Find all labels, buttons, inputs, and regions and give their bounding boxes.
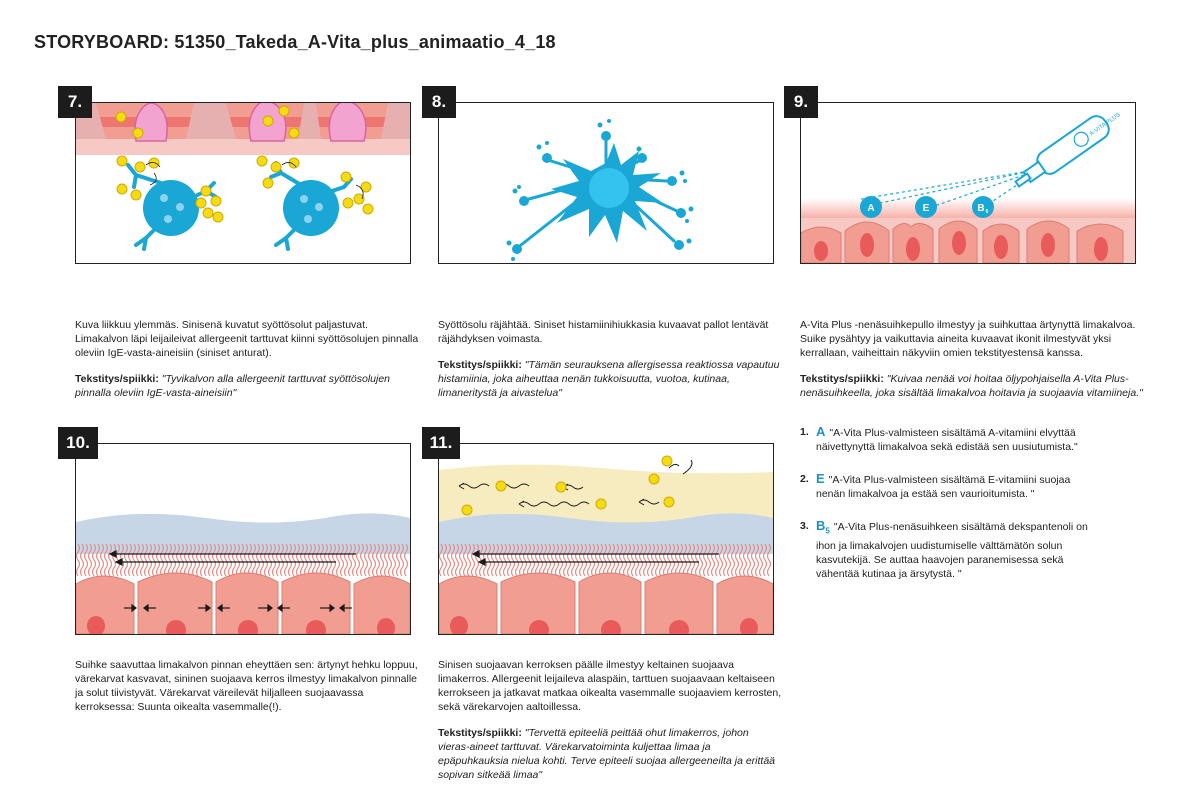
panel-description: Kuva liikkuu ylemmäs. Sinisenä kuvatut s… <box>75 319 419 359</box>
vitamin-icon-b: B <box>977 203 984 214</box>
list-number: 3. <box>800 520 809 532</box>
panel-9-description-block: A-Vita Plus -nenäsuihkepullo ilmestyy ja… <box>800 318 1145 400</box>
vitamin-icon-a: A <box>867 203 874 214</box>
caption-text: "Tervettä epiteeliä peittää ohut limaker… <box>438 727 776 781</box>
vitamin-text: "A-Vita Plus-valmisteen sisältämä E-vita… <box>816 474 1071 500</box>
cilia-layer <box>76 543 409 577</box>
vitamin-letter-text: B <box>816 518 826 533</box>
panel-11-description-block: Sinisen suojaavan kerroksen päälle ilmes… <box>438 658 783 782</box>
vitamin-letter: B5 <box>816 518 830 536</box>
panel-8-illustration <box>438 102 774 264</box>
vitamin-item-b5: 3. B5"A-Vita Plus-nenäsuihkeen sisältämä… <box>800 519 1100 581</box>
panel-number: 8. <box>422 86 456 118</box>
panel-11-illustration <box>438 443 774 635</box>
vitamin-subscript: 5 <box>825 526 830 536</box>
panel-caption: Tekstitys/spiikki: "Tervettä epiteeliä p… <box>438 726 783 782</box>
panel-description: Syöttösolu räjähtää. Siniset histamiinih… <box>438 319 769 345</box>
vitamin-text: "A-Vita Plus-nenäsuihkeen sisältämä deks… <box>816 521 1088 580</box>
vitamin-letter: A <box>816 424 825 439</box>
tissue-svg-11 <box>439 455 773 634</box>
panel-7-illustration <box>75 102 411 264</box>
panel-7-description-block: Kuva liikkuu ylemmäs. Sinisenä kuvatut s… <box>75 318 420 400</box>
cilia-layer <box>439 543 772 577</box>
panel-number: 7. <box>58 86 92 118</box>
tissue-svg-10 <box>76 513 410 634</box>
caption-text: "Tyvikalvon alla allergeenit tarttuvat s… <box>75 373 390 399</box>
list-number: 2. <box>800 473 809 485</box>
list-number: 1. <box>800 426 809 438</box>
panel-description: Suihke saavuttaa limakalvon pinnan eheyt… <box>75 659 418 713</box>
vitamin-letter: E <box>816 471 825 486</box>
vitamin-item-e: 2. E"A-Vita Plus-valmisteen sisältämä E-… <box>800 472 1100 501</box>
panel-number: 10. <box>58 427 98 459</box>
vitamin-icon-b-subscript: 6 <box>986 209 989 215</box>
vitamin-letter-text: E <box>816 471 825 486</box>
caption-label: Tekstitys/spiikki: <box>438 359 522 371</box>
panel-8-description-block: Syöttösolu räjähtää. Siniset histamiinih… <box>438 318 783 400</box>
panel-9-illustration: A-VITA PLUS A E B 6 <box>800 102 1136 264</box>
vitamin-text: "A-Vita Plus-valmisteen sisältämä A-vita… <box>816 427 1078 453</box>
vitamin-icon-e: E <box>923 203 930 214</box>
panel-10-illustration <box>75 443 411 635</box>
panel-caption: Tekstitys/spiikki: "Tämän seurauksena al… <box>438 358 783 400</box>
panel-10-description-block: Suihke saavuttaa limakalvon pinnan eheyt… <box>75 658 420 714</box>
storyboard-title: STORYBOARD: 51350_Takeda_A-Vita_plus_ani… <box>34 32 556 52</box>
panel-description: A-Vita Plus -nenäsuihkepullo ilmestyy ja… <box>800 319 1136 359</box>
panel-caption: Tekstitys/spiikki: "Kuivaa nenää voi hoi… <box>800 372 1145 400</box>
panel-caption: Tekstitys/spiikki: "Tyvikalvon alla alle… <box>75 372 420 400</box>
vitamin-letter-text: A <box>816 424 826 439</box>
caption-label: Tekstitys/spiikki: <box>800 373 884 385</box>
panel-description: Sinisen suojaavan kerroksen päälle ilmes… <box>438 659 782 713</box>
caption-text: "Kuivaa nenää voi hoitaa öljypohjaisella… <box>800 373 1143 399</box>
vitamin-list: 1. A"A-Vita Plus-valmisteen sisältämä A-… <box>800 425 1100 599</box>
caption-label: Tekstitys/spiikki: <box>75 373 159 385</box>
panel-number: 11. <box>422 427 460 459</box>
caption-label: Tekstitys/spiikki: <box>438 727 522 739</box>
vitamin-item-a: 1. A"A-Vita Plus-valmisteen sisältämä A-… <box>800 425 1100 454</box>
panel-number: 9. <box>784 86 818 118</box>
caption-text: "Tämän seurauksena allergisessa reaktios… <box>438 359 780 399</box>
